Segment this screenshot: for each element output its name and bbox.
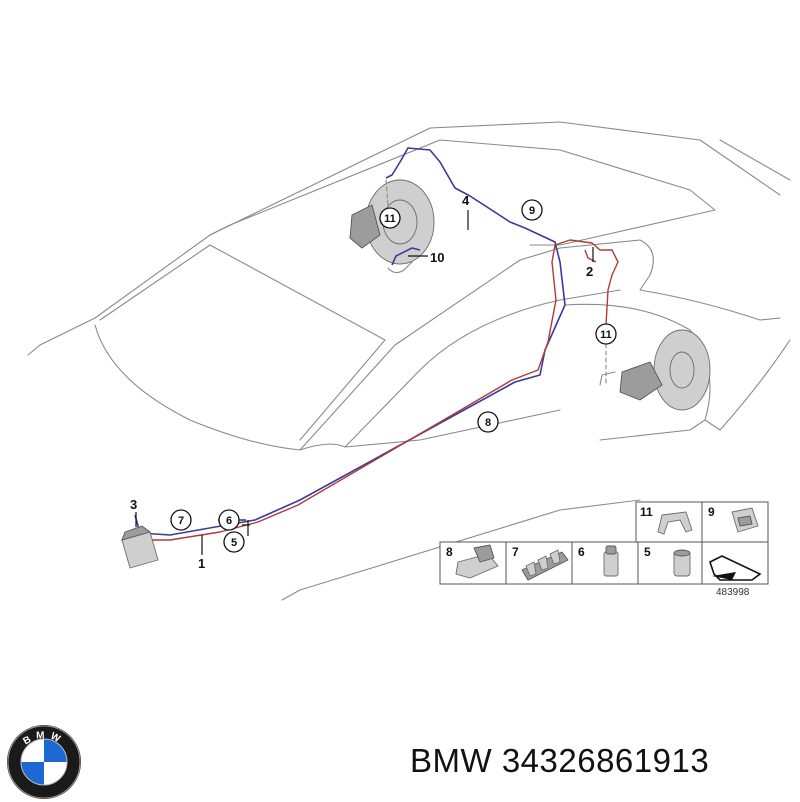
front-brake-assembly [349, 179, 435, 274]
callout-number: 6 [226, 515, 232, 527]
legend-item-5: 5 [644, 545, 691, 577]
svg-text:8: 8 [446, 545, 453, 559]
callout-10: 10 [430, 250, 444, 265]
callout-4: 4 [462, 193, 470, 208]
brake-lines [134, 147, 619, 541]
svg-text:11: 11 [640, 505, 653, 519]
callout-number: 10 [430, 250, 444, 265]
diagram-id: 483998 [716, 587, 750, 598]
bmw-roundel-icon: BMW [7, 725, 81, 799]
svg-text:9: 9 [708, 505, 715, 519]
callout-number: 4 [462, 193, 470, 208]
part-title: BMW 34326861913 [410, 742, 710, 779]
callout-number: 5 [231, 537, 237, 549]
callout-6: 6 [218, 509, 240, 531]
callout-number: 2 [586, 264, 593, 279]
callout-number: 1 [198, 556, 205, 571]
bracket-icon [521, 549, 569, 581]
svg-text:6: 6 [578, 545, 585, 559]
connector-icon [731, 507, 759, 533]
legend-item-8: 8 [446, 544, 499, 579]
legend-item-11: 11 [640, 505, 693, 535]
legend-item-6: 6 [578, 545, 619, 577]
callout-8: 8 [477, 411, 499, 433]
callout-number: 3 [130, 497, 137, 512]
callout-number: 11 [384, 213, 396, 225]
continuation-arrow-icon [709, 555, 762, 581]
leader-lines [135, 210, 594, 555]
union-nut-icon [603, 545, 619, 577]
clip-icon [657, 511, 693, 535]
svg-text:7: 7 [512, 545, 519, 559]
legend-item-9: 9 [708, 505, 759, 533]
callout-11-front: 11 [379, 207, 401, 229]
callout-2: 2 [586, 264, 593, 279]
callout-number: 8 [485, 417, 491, 429]
rear-brake-assembly [599, 329, 711, 411]
callout-number: 7 [178, 515, 184, 527]
car-outline [27, 121, 791, 601]
callout-5: 5 [223, 531, 245, 553]
sleeve-icon [673, 549, 691, 577]
callout-3: 3 [130, 497, 137, 512]
callout-9: 9 [521, 199, 543, 221]
legend-item-7: 7 [512, 545, 569, 581]
callout-11-rear: 11 [595, 323, 617, 345]
holder-icon [455, 544, 499, 579]
hydraulic-unit [121, 525, 159, 569]
parts-legend: 11 9 8 7 [439, 501, 769, 598]
callout-7: 7 [170, 509, 192, 531]
callout-number: 9 [529, 205, 535, 217]
callout-1: 1 [198, 556, 205, 571]
svg-text:5: 5 [644, 545, 651, 559]
callout-number: 11 [600, 329, 612, 341]
